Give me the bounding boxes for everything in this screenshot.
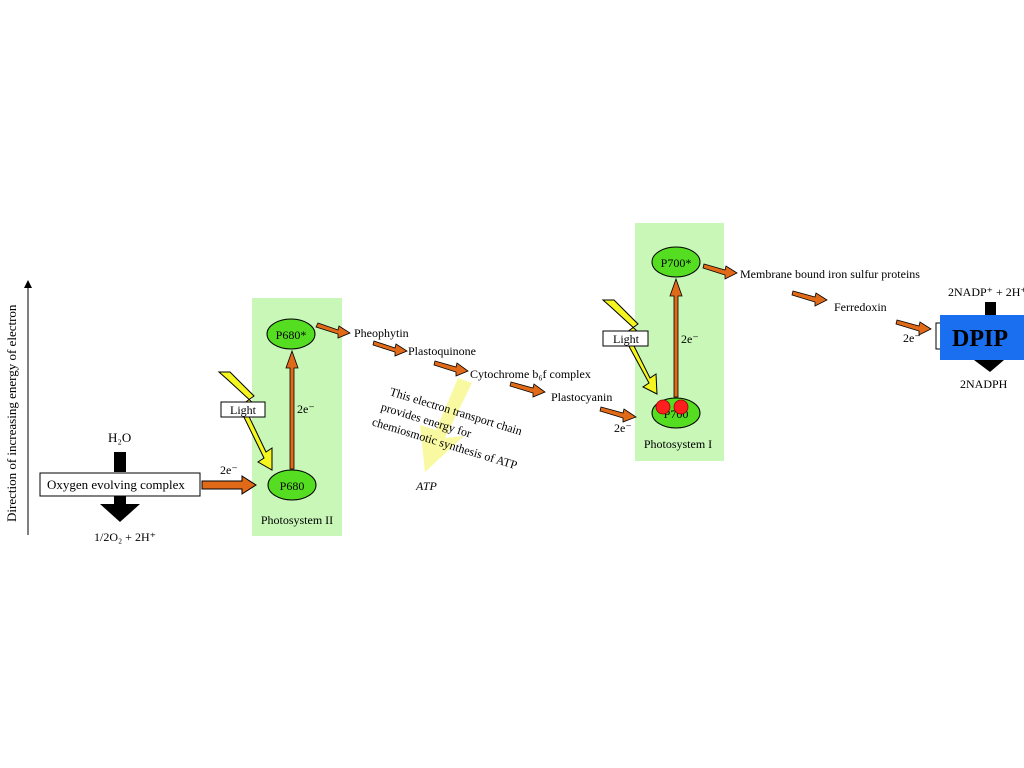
- arrow-to-p700: [599, 406, 637, 423]
- dpip-label: DPIP: [952, 326, 1008, 352]
- products-arrow-head: [100, 504, 140, 522]
- psii-input-arrow: [201, 475, 257, 495]
- ferredoxin-label: Ferredoxin: [834, 300, 887, 314]
- arrow-to-ferredoxin: [791, 290, 828, 307]
- psii-excitation-arrow: [285, 349, 299, 470]
- arrow-to-iron-sulfur: [702, 263, 738, 280]
- water-arrow-shaft: [114, 452, 126, 472]
- psi-light-box: [602, 330, 649, 347]
- p680-label: P680: [280, 479, 305, 493]
- cytochrome-label: Cytochrome b₆f complex: [470, 367, 591, 381]
- psii-light-label: Light: [230, 403, 257, 417]
- water-label: H₂O: [108, 430, 131, 445]
- nadph-label: 2NADPH: [960, 377, 1008, 391]
- psii-light-box: [220, 401, 266, 418]
- psi-input-electrons-label: 2e⁻: [614, 421, 632, 435]
- atp-note: This electron transport chain provides e…: [371, 384, 524, 472]
- ferredoxin-electrons-label: 2e⁻: [903, 331, 921, 345]
- nadph-arrow-head: [974, 360, 1004, 372]
- plastocyanin-label: Plastocyanin: [551, 390, 612, 404]
- arrow-to-cytochrome: [433, 360, 469, 377]
- nadp-label: 2NADP⁺ + 2H⁺: [948, 285, 1024, 299]
- psii-electrons-label: 2e⁻: [297, 402, 315, 416]
- oxygen-evolving-complex-box: [39, 472, 201, 497]
- p680-excited-node: [266, 318, 316, 350]
- p680-excited-label: P680*: [276, 328, 307, 342]
- psi-light-label: Light: [613, 332, 640, 346]
- arrow-to-plastocyanin: [509, 381, 546, 398]
- psi-electrons-label: 2e⁻: [681, 332, 699, 346]
- p700-red-dot-right: [673, 399, 689, 415]
- oxygen-products-label: 1/2O₂ + 2H⁺: [94, 530, 156, 544]
- products-arrow-shaft: [114, 496, 126, 506]
- iron-sulfur-label: Membrane bound iron sulfur proteins: [740, 267, 920, 281]
- p700-red-dot-left: [655, 399, 671, 415]
- psii-input-electrons-label: 2e⁻: [220, 463, 238, 477]
- atp-arrow: [420, 378, 472, 472]
- photosystem-i-label: Photosystem I: [644, 437, 712, 451]
- pheophytin-label: Pheophytin: [354, 326, 409, 340]
- arrow-to-plastoquinone: [372, 340, 408, 357]
- psi-excitation-arrow: [669, 277, 683, 398]
- plastoquinone-label: Plastoquinone: [408, 344, 476, 358]
- p680-node: [267, 469, 317, 501]
- arrow-to-nadp-reductase: [895, 319, 932, 336]
- p700-excited-label: P700*: [661, 256, 692, 270]
- photosystem-ii-label: Photosystem II: [261, 513, 333, 527]
- atp-label: ATP: [415, 479, 438, 493]
- nadp-arrow-shaft: [985, 302, 996, 316]
- p700-excited-node: [651, 246, 701, 278]
- arrow-to-pheophytin: [315, 322, 351, 339]
- dpip-box: [940, 315, 1024, 360]
- oxygen-evolving-complex-label: Oxygen evolving complex: [47, 477, 185, 492]
- energy-axis-label: Direction of increasing energy of electr…: [4, 304, 19, 522]
